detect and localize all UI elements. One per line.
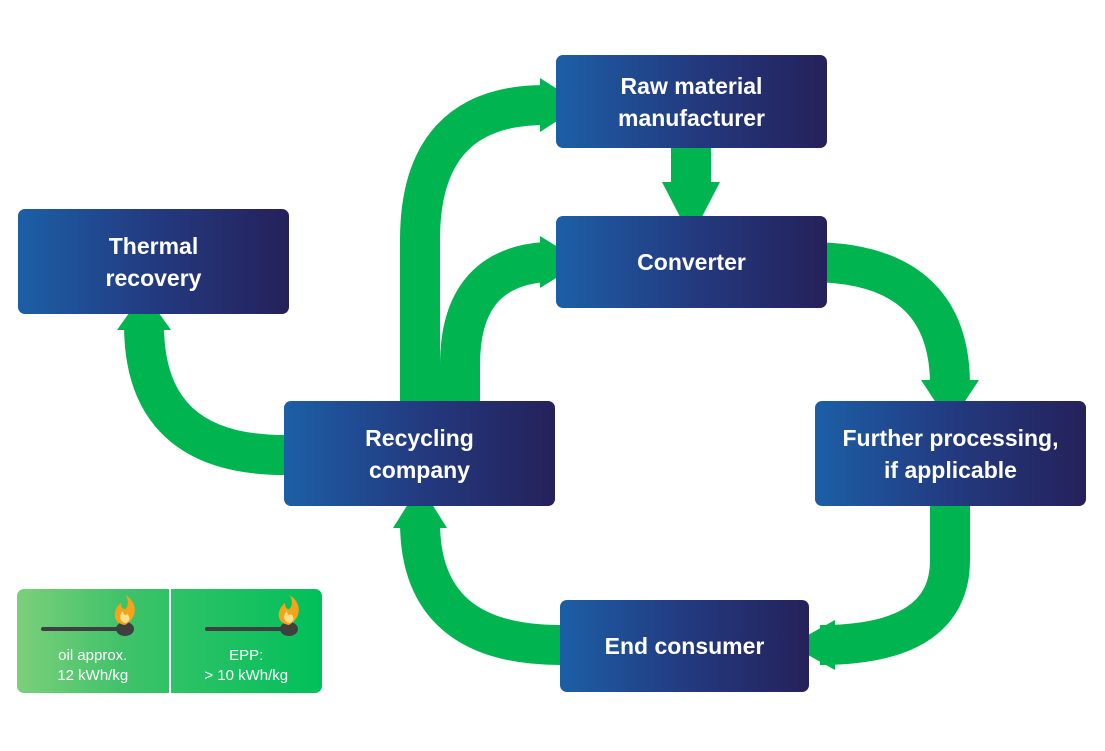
node-recycling-company: Recycling company <box>284 401 555 506</box>
energy-value: 12 kWh/kg <box>57 667 129 684</box>
match-flame-icon <box>204 595 299 636</box>
node-converter: Converter <box>556 216 827 308</box>
node-label-line: Recycling <box>365 424 474 451</box>
arrowhead-recycling <box>393 485 447 528</box>
arrow-end-to-recycling <box>400 521 561 665</box>
node-label-line: recovery <box>105 264 202 291</box>
node-label-line: Converter <box>637 249 746 275</box>
node-label-line: company <box>369 456 470 483</box>
node-label-line: Raw material <box>620 72 763 99</box>
energy-label: oil approx. <box>58 647 128 664</box>
arrow-converter-to-further <box>808 242 970 386</box>
node-label-line: manufacturer <box>618 104 765 131</box>
node-thermal-recovery: Thermal recovery <box>18 209 289 314</box>
energy-oil: oil approx. 12 kWh/kg <box>17 589 169 693</box>
node-raw-material-manufacturer: Raw material manufacturer <box>556 55 827 148</box>
arrowhead-converter-top <box>662 182 720 238</box>
node-label-line: if applicable <box>884 456 1017 483</box>
arrow-recycling-to-converter <box>440 242 548 401</box>
node-label-line: End consumer <box>604 633 765 659</box>
node-label-line: Thermal <box>108 232 199 259</box>
arrow-further-to-end <box>819 506 970 665</box>
energy-epp: EPP: > 10 kWh/kg <box>168 589 323 693</box>
node-label-line: Further processing, <box>842 424 1059 451</box>
node-end-consumer: End consumer <box>560 600 809 692</box>
match-flame-icon <box>41 595 135 636</box>
arrow-recycling-to-thermal <box>124 324 285 475</box>
energy-label: EPP: <box>229 647 264 664</box>
node-further-processing: Further processing, if applicable <box>815 401 1086 506</box>
energy-value: > 10 kWh/kg <box>204 667 289 684</box>
arrowhead-end-consumer <box>790 620 835 670</box>
arrow-recycling-to-raw-material <box>400 85 546 401</box>
energy-comparison-legend: oil approx. 12 kWh/kg EPP: > 10 kWh/kg <box>17 589 322 693</box>
